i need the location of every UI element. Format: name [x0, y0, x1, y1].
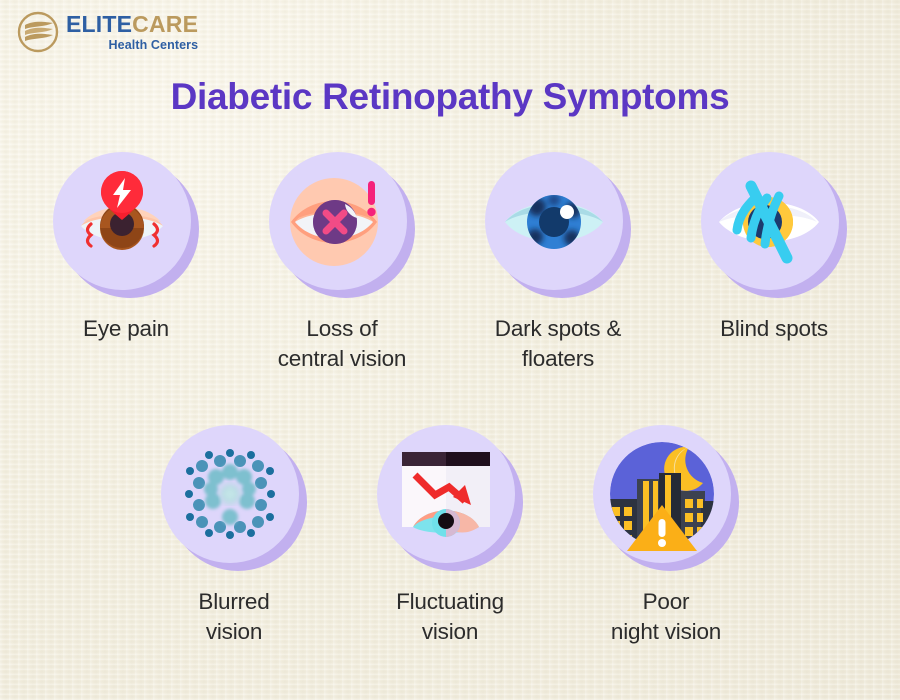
symptom-label: Poor night vision: [610, 589, 722, 644]
symptom-item-poor-night-vision[interactable]: Poor night vision: [582, 425, 750, 647]
symptom-label: Dark spots & floaters: [494, 316, 622, 371]
symptom-label: Blurred vision: [198, 589, 270, 644]
poor-night-vision-icon-wrap: [593, 425, 739, 571]
symptom-label: Blind spots: [720, 316, 828, 341]
loss-of-central-vision-icon: [269, 152, 407, 290]
poor-night-vision-icon: [593, 425, 731, 563]
logo-wordmark: ELITECARE Health Centers: [66, 10, 199, 52]
symptom-item-dark-spots-floaters[interactable]: Dark spots & floaters: [474, 152, 642, 374]
fluctuating-vision-icon-wrap: [377, 425, 523, 571]
symptom-label: Eye pain: [83, 316, 169, 341]
eye-pain-icon: [53, 152, 191, 290]
page-title: Diabetic Retinopathy Symptoms: [170, 76, 730, 117]
elitecare-leaf-circle-logo-icon: [16, 10, 60, 54]
symptom-row-bottom: Blurred vision: [0, 425, 900, 647]
blurred-vision-icon: [161, 425, 299, 563]
symptom-item-fluctuating-vision[interactable]: Fluctuating vision: [366, 425, 534, 647]
logo-name-elite: ELITE: [66, 10, 133, 37]
symptom-item-loss-of-central-vision[interactable]: Loss of central vision: [258, 152, 426, 374]
blurred-vision-icon-wrap: [161, 425, 307, 571]
symptom-item-blind-spots[interactable]: Blind spots: [690, 152, 858, 374]
logo-tagline: Health Centers: [108, 37, 199, 52]
eye-pain-icon-wrap: [53, 152, 199, 298]
fluctuating-vision-icon: [377, 425, 515, 563]
blind-spots-icon: [701, 152, 839, 290]
dark-spots-floaters-icon-wrap: [485, 152, 631, 298]
symptom-item-blurred-vision[interactable]: Blurred vision: [150, 425, 318, 647]
blind-spots-icon-wrap: [701, 152, 847, 298]
symptom-item-eye-pain[interactable]: Eye pain: [42, 152, 210, 374]
logo-name-care: CARE: [132, 10, 199, 37]
dark-spots-floaters-icon: [485, 152, 623, 290]
symptom-label: Fluctuating vision: [396, 589, 504, 644]
elitecare-logo[interactable]: ELITECARE Health Centers: [16, 10, 198, 54]
symptom-row-top: Eye pain: [0, 152, 900, 374]
symptom-label: Loss of central vision: [277, 316, 407, 371]
loss-of-central-vision-icon-wrap: [269, 152, 415, 298]
